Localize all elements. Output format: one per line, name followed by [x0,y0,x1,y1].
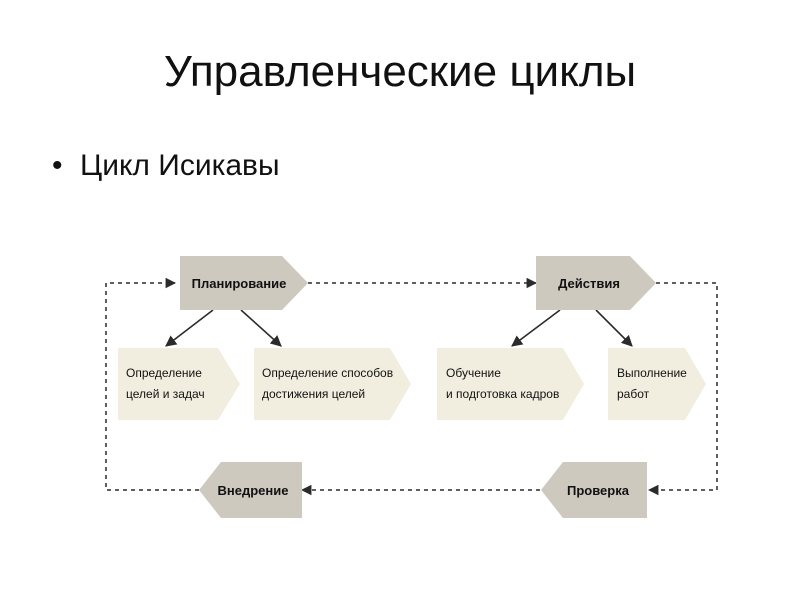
slide-title: Управленческие циклы [163,47,637,96]
substep-training: Обучение и подготовка кадров [437,348,584,420]
substep-goals: Определение целей и задач [118,348,240,420]
substep-execution: Выполнение работ [608,348,706,420]
execution-line-1: Выполнение [617,366,687,380]
planning-shape [180,256,308,310]
step-implementation: Внедрение [199,462,302,518]
execution-shape [608,348,706,420]
actions-shape [536,256,656,310]
arrow-actions-to-training [511,309,561,347]
step-planning: Планирование [180,256,308,310]
goals-shape [118,348,240,420]
arrow-planning-to-methods [240,309,282,347]
methods-shape [254,348,411,420]
implementation-label: Внедрение [218,483,289,498]
arrow-actions-to-execution [595,309,633,347]
execution-line-2: работ [617,387,650,401]
implementation-shape [199,462,302,518]
check-label: Проверка [567,483,630,498]
training-line-2: и подготовка кадров [446,387,559,401]
substep-methods: Определение способов достижения целей [254,348,411,420]
training-shape [437,348,584,420]
planning-label: Планирование [192,276,287,291]
goals-line-2: целей и задач [126,387,205,401]
bullet-item: • Цикл Исикавы [52,146,280,186]
methods-line-1: Определение способов [262,366,393,380]
branch-arrows [165,309,633,347]
training-line-1: Обучение [446,366,501,380]
actions-label: Действия [558,276,620,291]
check-shape [541,462,647,518]
step-actions: Действия [536,256,656,310]
arrow-planning-to-goals [165,309,214,347]
goals-line-1: Определение [126,366,202,380]
step-check: Проверка [541,462,647,518]
dashed-connectors [105,277,718,496]
bullet-dot: • [52,149,63,182]
bullet-text: Цикл Исикавы [80,149,280,182]
methods-line-2: достижения целей [262,387,365,401]
